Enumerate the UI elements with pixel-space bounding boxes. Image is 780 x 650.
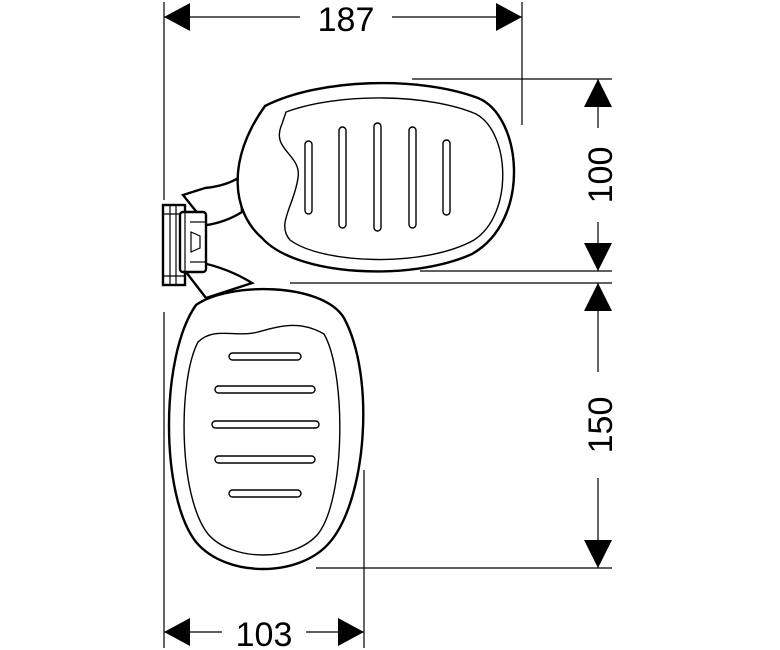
arrowhead-right xyxy=(496,3,522,31)
dimension-label-bottom: 103 xyxy=(236,616,293,650)
dimension-label-top: 187 xyxy=(318,1,375,39)
drain-slot xyxy=(214,385,316,394)
drain-slot xyxy=(211,420,320,429)
dimension-lower-height: 150 xyxy=(582,283,620,568)
drain-slot xyxy=(442,139,451,216)
arrowhead-down xyxy=(584,540,612,568)
drain-slot xyxy=(228,352,302,361)
drain-slot xyxy=(338,126,347,229)
dimension-label-upper: 100 xyxy=(582,147,620,204)
upper-soap-dish xyxy=(236,81,516,273)
arrowhead-left xyxy=(164,618,190,646)
lower-dish-outline xyxy=(167,287,365,571)
dimension-top-width: 187 xyxy=(164,1,522,39)
arrowhead-up xyxy=(584,79,612,107)
drain-slot xyxy=(304,140,313,215)
drain-slot xyxy=(214,455,316,464)
arrowhead-up xyxy=(584,283,612,311)
lower-dish-rim xyxy=(183,324,341,556)
dimension-bottom-width: 103 xyxy=(164,616,364,650)
lower-dish-slots xyxy=(211,352,320,498)
arrowhead-right xyxy=(338,618,364,646)
drain-slot xyxy=(373,122,382,232)
drain-slot xyxy=(408,126,417,229)
extension-lines xyxy=(163,2,612,648)
lower-soap-dish xyxy=(167,287,365,571)
dimension-upper-height: 100 xyxy=(582,79,620,271)
upper-dish-rim xyxy=(278,97,504,261)
drain-slot xyxy=(228,489,302,498)
arrowhead-down xyxy=(584,243,612,271)
wall-bracket xyxy=(161,174,255,300)
dimension-label-lower: 150 xyxy=(582,397,620,454)
upper-dish-slots xyxy=(304,122,451,232)
arrowhead-left xyxy=(164,3,190,31)
